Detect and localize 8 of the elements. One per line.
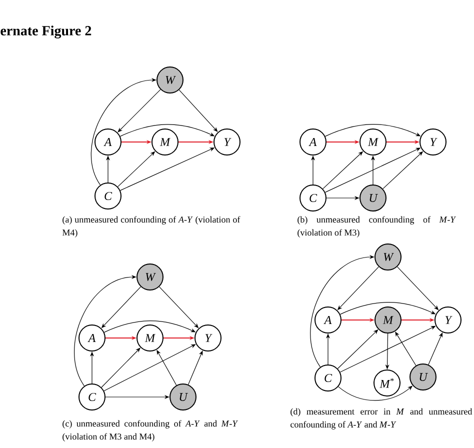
- arrow: [395, 332, 416, 366]
- arrow: [104, 344, 196, 392]
- figure-caption: (b) unmeasured confounding of M-Y (violation of M3): [298, 216, 456, 238]
- arrow: [118, 89, 161, 132]
- figure-caption: (a) unmeasured confounding of A-Y (violation of M4): [62, 216, 240, 238]
- figure-title: ernate Figure 2: [0, 26, 92, 38]
- figure-caption: (c) unmeasured confounding of A-Y and M-Y (violation of M3 and M4): [62, 420, 238, 442]
- figure-caption: (d) measurement error in M and unmeasured confounding of A-Y and M-Y: [290, 408, 472, 430]
